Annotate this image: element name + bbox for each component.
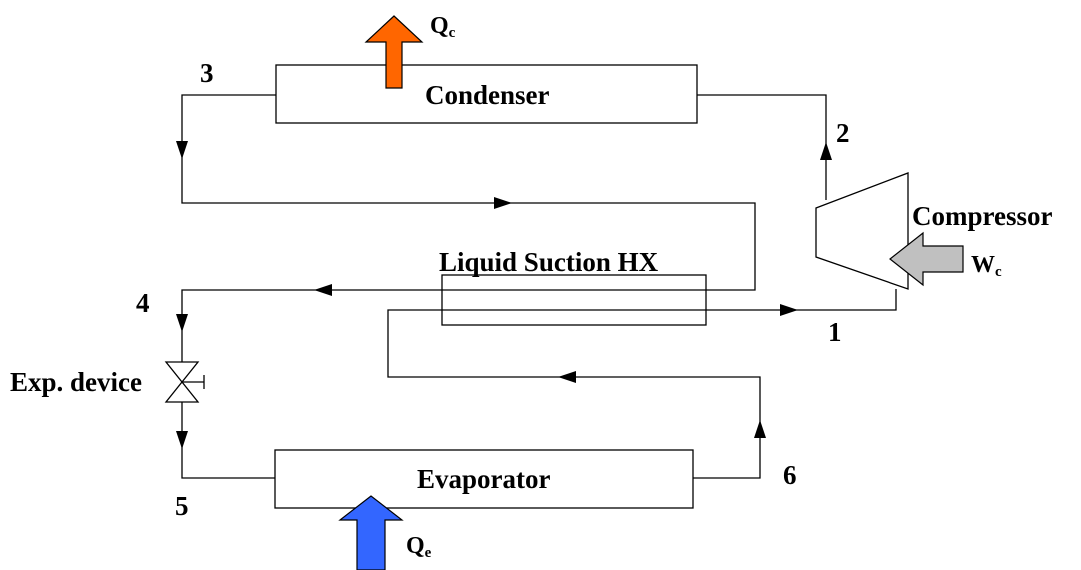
flow-arrow-down-3 xyxy=(176,141,188,159)
pipe-valve-to-evaporator xyxy=(181,402,275,479)
evaporator-box xyxy=(274,449,694,509)
liquid-suction-hx-box xyxy=(441,274,707,326)
liquid-suction-hx-label: Liquid Suction HX xyxy=(439,247,659,277)
evaporator-heat-symbol: Q xyxy=(406,533,425,559)
pipe-compressor-to-condenser xyxy=(697,94,827,200)
state-label-3: 3 xyxy=(200,58,214,88)
work-label: Wc xyxy=(971,252,1002,280)
expansion-device-label: Exp. device xyxy=(10,367,142,397)
condenser-heat-arrow-icon xyxy=(364,15,424,89)
state-label-6: 6 xyxy=(783,460,797,490)
flow-arrow-down-4 xyxy=(176,314,188,332)
evaporator-label: Evaporator xyxy=(417,464,551,494)
flow-arrow-left-hx xyxy=(314,284,332,296)
work-subscript: c xyxy=(995,264,1002,280)
condenser-heat-subscript: c xyxy=(449,25,456,41)
condenser-label: Condenser xyxy=(425,80,550,110)
evaporator-heat-label: Qe xyxy=(406,533,432,561)
state-label-4: 4 xyxy=(136,288,150,318)
flow-arrow-left-return xyxy=(558,371,576,383)
expansion-valve xyxy=(164,361,205,403)
state-label-5: 5 xyxy=(175,491,189,521)
condenser-heat-label: Qc xyxy=(430,13,456,41)
state-label-2: 2 xyxy=(836,118,850,148)
compressor-shape xyxy=(815,172,909,290)
compressor-label: Compressor xyxy=(912,201,1053,231)
flow-arrow-up-6 xyxy=(754,420,766,438)
state-label-1: 1 xyxy=(828,317,842,347)
pipe-condenser-to-hx xyxy=(181,94,756,362)
condenser-box xyxy=(275,64,698,124)
evaporator-heat-subscript: e xyxy=(425,545,432,561)
flow-arrow-down-5 xyxy=(176,431,188,449)
flow-arrow-right-1 xyxy=(780,304,798,316)
work-input-arrow-icon xyxy=(889,231,964,287)
condenser-heat-symbol: Q xyxy=(430,13,449,39)
work-symbol: W xyxy=(971,252,995,278)
flow-arrow-up-2 xyxy=(820,142,832,160)
flow-arrow-right-top xyxy=(494,197,512,209)
evaporator-heat-arrow-icon xyxy=(338,495,404,570)
pipe-evaporator-to-compressor xyxy=(387,289,897,479)
